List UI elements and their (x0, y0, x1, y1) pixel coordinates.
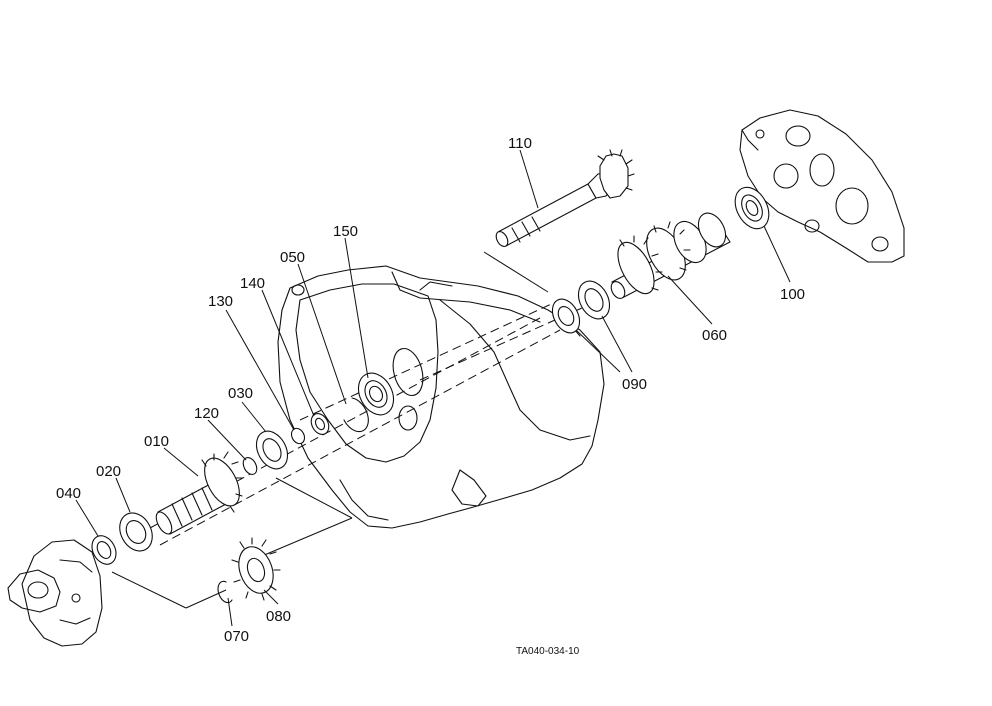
label-020: 020 (96, 463, 121, 480)
rear-cover-plate (739, 109, 905, 263)
seal-040 (91, 535, 117, 565)
label-140: 140 (240, 275, 265, 292)
label-040: 040 (56, 485, 81, 502)
ring-120 (242, 457, 258, 475)
label-080: 080 (266, 608, 291, 625)
label-110: 110 (508, 135, 532, 152)
label-150: 150 (333, 223, 358, 240)
label-130: 130 (208, 293, 233, 310)
drawing-code: TA040-034-10 (516, 646, 580, 657)
ring-130 (290, 427, 306, 445)
bearing-090-a (577, 280, 611, 320)
label-030: 030 (228, 385, 253, 402)
label-090: 090 (622, 376, 647, 393)
label-070: 070 (224, 628, 249, 645)
bearing-020 (119, 512, 153, 552)
bearing-100 (734, 186, 770, 230)
bearing-090-b (551, 298, 581, 334)
washer-140 (310, 413, 330, 435)
shaft-110 (495, 149, 635, 247)
label-010: 010 (144, 433, 169, 450)
label-050: 050 (280, 249, 305, 266)
circlip-070 (217, 580, 233, 604)
leader-lines (75, 149, 791, 627)
bearing-150 (357, 372, 395, 416)
gear-shaft-060 (610, 212, 731, 299)
circlip-050 (343, 397, 369, 433)
label-120: 120 (194, 405, 219, 422)
label-060: 060 (702, 327, 727, 344)
label-100: 100 (780, 286, 805, 303)
gear-080 (231, 537, 281, 601)
bearing-030 (255, 430, 289, 470)
front-housing (7, 539, 103, 647)
gear-shaft-010 (155, 451, 243, 535)
